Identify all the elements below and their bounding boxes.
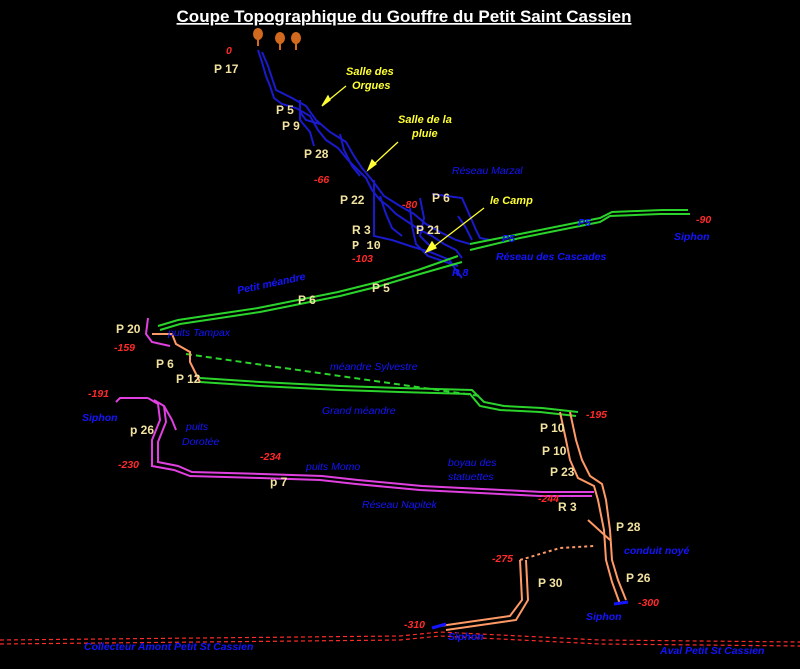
label-r8: R 8 xyxy=(452,267,469,279)
pit-p5-upper: P 5 xyxy=(276,103,294,117)
pit-p23: P 23 xyxy=(550,465,575,479)
label-reseau-napitek: Réseau Napitek xyxy=(362,499,437,511)
label-siphon-lower-right: Siphon xyxy=(586,611,622,623)
label-puits-momo: puits Momo xyxy=(305,461,360,473)
depth-191: -191 xyxy=(88,388,109,400)
depth-0: 0 xyxy=(226,45,232,57)
yellow-labels: Salle des Orgues Salle de la pluie le Ca… xyxy=(346,66,533,207)
surface-trees-icon xyxy=(253,28,301,50)
label-meandre-sylvestre: méandre Sylvestre xyxy=(330,361,418,373)
pit-p26-magenta: p 26 xyxy=(130,423,154,437)
pit-p10-mono: P 10 xyxy=(352,239,381,253)
label-salle-de-la: Salle de la xyxy=(398,114,452,126)
pit-p30: P 30 xyxy=(538,576,563,590)
diagram-title: Coupe Topographique du Gouffre du Petit … xyxy=(177,7,632,26)
pit-p17: P 17 xyxy=(214,62,239,76)
label-orgues: Orgues xyxy=(352,80,391,92)
label-puits-tampax: puits Tampax xyxy=(167,327,231,339)
label-aval: Aval Petit St Cassien xyxy=(659,645,764,657)
label-siphon-magenta: Siphon xyxy=(82,412,118,424)
depth-275: -275 xyxy=(492,553,513,565)
depth-labels: 0 -66 -80 -103 -90 -159 -191 -195 -230 -… xyxy=(88,45,711,631)
magenta-network-survey xyxy=(115,317,594,497)
green-network-survey xyxy=(157,209,690,417)
pit-p10-a: P 10 xyxy=(540,421,565,435)
label-pluie: pluie xyxy=(411,128,438,140)
pit-p10-b: P 10 xyxy=(542,444,567,458)
label-siphon-upper: Siphon xyxy=(674,231,710,243)
pit-r3-upper: R 3 xyxy=(352,223,371,237)
callout-arrows xyxy=(321,85,485,254)
label-le-camp: le Camp xyxy=(490,195,533,207)
depth-103: -103 xyxy=(352,253,373,265)
label-salle-des: Salle des xyxy=(346,66,394,78)
label-puits: puits xyxy=(185,421,209,433)
depth-300: -300 xyxy=(638,597,659,609)
depth-80: -80 xyxy=(402,199,417,211)
label-grand-meandre: Grand méandre xyxy=(322,405,396,417)
depth-66: -66 xyxy=(314,174,329,186)
label-reseau-marzal: Réseau Marzal xyxy=(452,165,523,177)
label-statuettes: statuettes xyxy=(448,471,494,483)
orange-network-survey xyxy=(152,333,627,631)
depth-234: -234 xyxy=(260,451,281,463)
collector-line xyxy=(0,631,800,647)
depth-159: -159 xyxy=(114,342,135,354)
pit-p22: P 22 xyxy=(340,193,365,207)
pit-p9: P 9 xyxy=(282,119,300,133)
sump-marks xyxy=(431,600,629,630)
pit-r3-lower: R 3 xyxy=(558,500,577,514)
upper-network-survey xyxy=(257,49,491,279)
label-dorotee: Dorotée xyxy=(182,436,220,448)
depth-244: -244 xyxy=(538,493,559,505)
label-p5-blue-left: P5 xyxy=(502,233,515,245)
pit-p20: P 20 xyxy=(116,322,141,336)
label-p5-blue-right: P5 xyxy=(578,217,591,229)
pit-p6-green: P 6 xyxy=(298,293,316,307)
label-collecteur-amont: Collecteur Amont Petit St Cassien xyxy=(84,641,253,653)
pit-p12: P 12 xyxy=(176,372,201,386)
label-conduit-noye: conduit noyé xyxy=(624,545,689,557)
depth-195: -195 xyxy=(586,409,607,421)
pit-p5-green: P 5 xyxy=(372,281,390,295)
pit-p28-upper: P 28 xyxy=(304,147,329,161)
pit-p26-lower: P 26 xyxy=(626,571,651,585)
pit-p28-lower: P 28 xyxy=(616,520,641,534)
pit-p6-upper: P 6 xyxy=(432,191,450,205)
pit-p6-orange: P 6 xyxy=(156,357,174,371)
depth-230: -230 xyxy=(118,459,139,471)
pit-p7: p 7 xyxy=(270,475,288,489)
label-siphon-bottom: Siphon xyxy=(448,631,484,643)
pit-labels: P 17 P 5 P 9 P 28 P 22 P 6 R 3 P 21 P 5 … xyxy=(116,62,651,590)
pit-p21: P 21 xyxy=(416,223,441,237)
depth-90: -90 xyxy=(696,214,711,226)
depth-310: -310 xyxy=(404,619,425,631)
label-reseau-cascades: Réseau des Cascades xyxy=(496,251,606,263)
label-boyau-des: boyau des xyxy=(448,457,497,469)
